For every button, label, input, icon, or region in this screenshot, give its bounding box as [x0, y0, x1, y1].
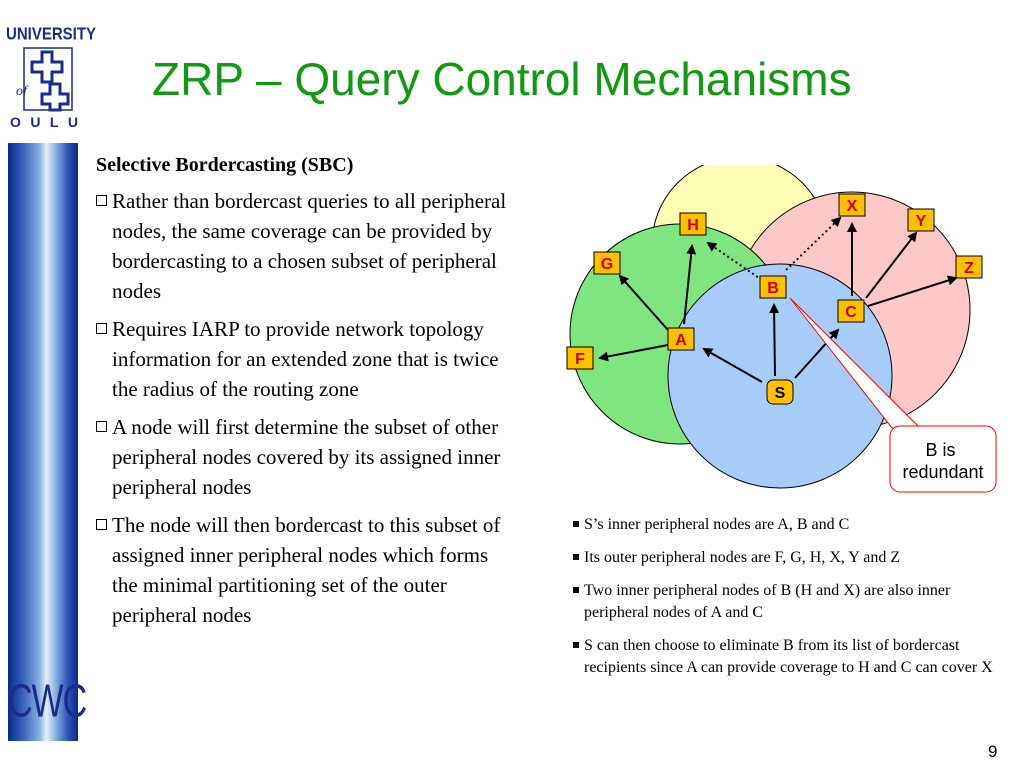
logo-letter: U [30, 114, 41, 130]
arrow-c-z [867, 275, 958, 307]
node-label: S [775, 385, 786, 402]
logo-letter: O [10, 114, 21, 130]
list-item-text: S can then choose to eliminate B from it… [584, 637, 993, 676]
node-label: Y [916, 213, 927, 230]
logo-university-text: UNIVERSITY [6, 24, 97, 45]
university-logo: UNIVERSITY of O U L U [6, 24, 97, 134]
cwc-logo: CWC [8, 676, 87, 728]
node-f: F [566, 346, 594, 370]
arrow-s-b [769, 303, 780, 377]
bullet-text: The node will then bordercast to this su… [112, 513, 501, 627]
node-z: Z [955, 255, 983, 279]
decorative-sidebar [8, 143, 78, 741]
right-panel: S’s inner peripheral nodes are A, B and … [573, 514, 993, 690]
square-bullet-icon [573, 642, 579, 648]
arrow-c-y [865, 231, 918, 299]
node-y: Y [907, 208, 935, 232]
list-item: Two inner peripheral nodes of B (H and X… [573, 580, 993, 624]
checkbox-bullet-icon [96, 195, 107, 206]
node-h: H [679, 212, 707, 236]
bullet-item: The node will then bordercast to this su… [96, 510, 516, 630]
logo-emblem-icon [23, 47, 73, 112]
callout-line-2: redundant [902, 462, 983, 482]
list-item-text: Two inner peripheral nodes of B (H and X… [584, 582, 951, 621]
logo-of-text: of [16, 84, 27, 99]
callout-line-1: B is [925, 440, 955, 460]
node-label: F [575, 351, 585, 368]
list-item: Its outer peripheral nodes are F, G, H, … [573, 547, 993, 569]
page-number: 9 [988, 742, 998, 761]
node-g: G [593, 251, 621, 275]
node-label: G [601, 256, 613, 273]
logo-letter: U [67, 114, 78, 130]
arrow-s-a [702, 348, 763, 383]
callout-text: B is redundant [902, 440, 983, 482]
section-heading: Selective Bordercasting (SBC) [96, 154, 354, 176]
node-a: A [667, 327, 695, 351]
logo-oulu-letters: O U L U [6, 114, 82, 130]
arrow-a-g [618, 274, 669, 331]
arrow-a-h [683, 244, 697, 325]
node-label: C [845, 304, 857, 321]
dotted-arrow-b-h [706, 241, 763, 281]
bullet-text: Rather than bordercast queries to all pe… [112, 189, 507, 303]
node-s: S [766, 379, 794, 405]
bullet-item: A node will first determine the subset o… [96, 412, 516, 502]
node-label: B [767, 280, 779, 297]
node-b: B [759, 275, 787, 299]
bullet-text: Requires IARP to provide network topolog… [112, 317, 499, 401]
node-label: Z [964, 260, 974, 277]
square-bullet-icon [573, 554, 579, 560]
callout-box [889, 425, 997, 493]
bullet-text: A node will first determine the subset o… [112, 415, 501, 499]
node-label: H [687, 217, 699, 234]
list-item: S’s inner peripheral nodes are A, B and … [573, 514, 993, 536]
node-label: X [847, 198, 858, 215]
list-item: S can then choose to eliminate B from it… [573, 635, 993, 679]
node-c: C [837, 299, 865, 323]
checkbox-bullet-icon [96, 421, 107, 432]
checkbox-bullet-icon [96, 323, 107, 334]
square-bullet-icon [573, 521, 579, 527]
left-panel: Selective Bordercasting (SBC) Rather tha… [96, 150, 516, 638]
zone-circle-blue [667, 263, 893, 489]
arrow-a-f [598, 344, 669, 362]
list-item-text: S’s inner peripheral nodes are A, B and … [584, 516, 850, 533]
slide-title: ZRP – Query Control Mechanisms [152, 53, 852, 105]
checkbox-bullet-icon [96, 519, 107, 530]
list-item-text: Its outer peripheral nodes are F, G, H, … [584, 549, 901, 566]
logo-letter: L [49, 114, 59, 130]
bullet-item: Requires IARP to provide network topolog… [96, 314, 516, 404]
arrow-s-c [794, 328, 840, 379]
node-label: A [675, 332, 687, 349]
zone-diagram: B is redundant X H Y G Z B C [566, 165, 997, 493]
bullet-item: Rather than bordercast queries to all pe… [96, 186, 516, 306]
square-bullet-icon [573, 587, 579, 593]
node-x: X [838, 193, 866, 217]
